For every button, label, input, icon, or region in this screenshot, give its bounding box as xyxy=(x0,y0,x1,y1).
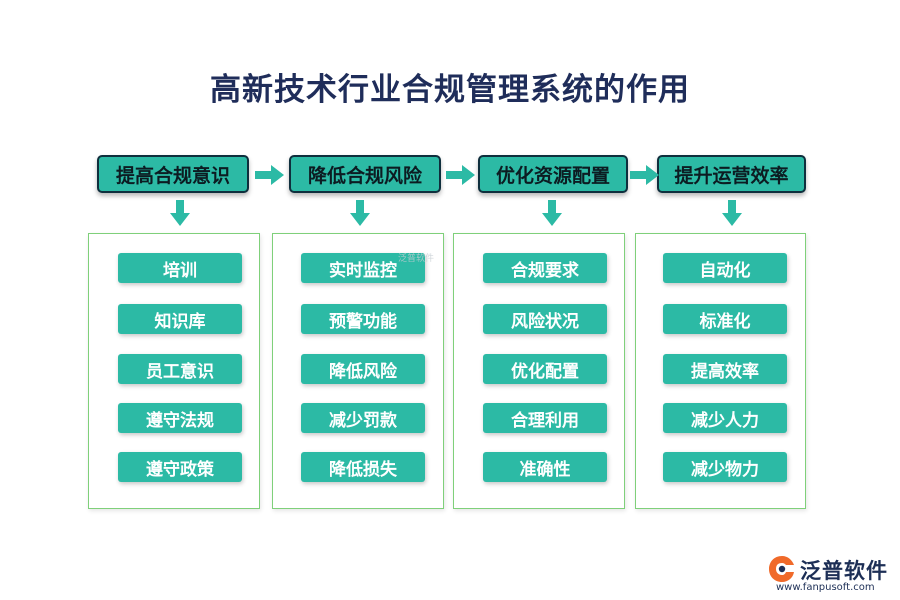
watermark: 泛普软件 xyxy=(398,254,435,264)
list-item: 标准化 xyxy=(663,304,787,334)
list-item: 风险状况 xyxy=(483,304,607,334)
logo-name: 泛普软件 xyxy=(800,559,888,583)
fanpu-logo: 泛普软件 www.fanpusoft.com xyxy=(766,553,896,597)
flow-arrow-right-icon xyxy=(630,165,659,185)
flow-arrow-down-icon xyxy=(170,200,190,226)
list-item: 优化配置 xyxy=(483,354,607,384)
logo-url: www.fanpusoft.com xyxy=(776,582,875,593)
list-item: 提高效率 xyxy=(663,354,787,384)
list-item: 遵守政策 xyxy=(118,452,242,482)
list-item: 减少物力 xyxy=(663,452,787,482)
flow-arrow-down-icon xyxy=(350,200,370,226)
list-item: 准确性 xyxy=(483,452,607,482)
list-item: 合理利用 xyxy=(483,403,607,433)
fanpu-logo-icon xyxy=(769,556,794,582)
column-header-3: 优化资源配置 xyxy=(478,155,628,193)
list-item: 员工意识 xyxy=(118,354,242,384)
list-item: 减少人力 xyxy=(663,403,787,433)
list-item: 实时监控 xyxy=(301,253,425,283)
list-item: 培训 xyxy=(118,253,242,283)
list-item: 知识库 xyxy=(118,304,242,334)
list-item: 减少罚款 xyxy=(301,403,425,433)
column-header-4: 提升运营效率 xyxy=(657,155,806,193)
list-item: 预警功能 xyxy=(301,304,425,334)
list-item: 自动化 xyxy=(663,253,787,283)
list-item: 降低风险 xyxy=(301,354,425,384)
list-item: 降低损失 xyxy=(301,452,425,482)
flow-arrow-down-icon xyxy=(722,200,742,226)
flow-arrow-right-icon xyxy=(255,165,284,185)
list-item: 合规要求 xyxy=(483,253,607,283)
list-item: 遵守法规 xyxy=(118,403,242,433)
diagram-title: 高新技术行业合规管理系统的作用 xyxy=(210,72,690,108)
flow-arrow-right-icon xyxy=(446,165,475,185)
column-header-1: 提高合规意识 xyxy=(97,155,249,193)
flow-arrow-down-icon xyxy=(542,200,562,226)
column-header-2: 降低合规风险 xyxy=(289,155,441,193)
